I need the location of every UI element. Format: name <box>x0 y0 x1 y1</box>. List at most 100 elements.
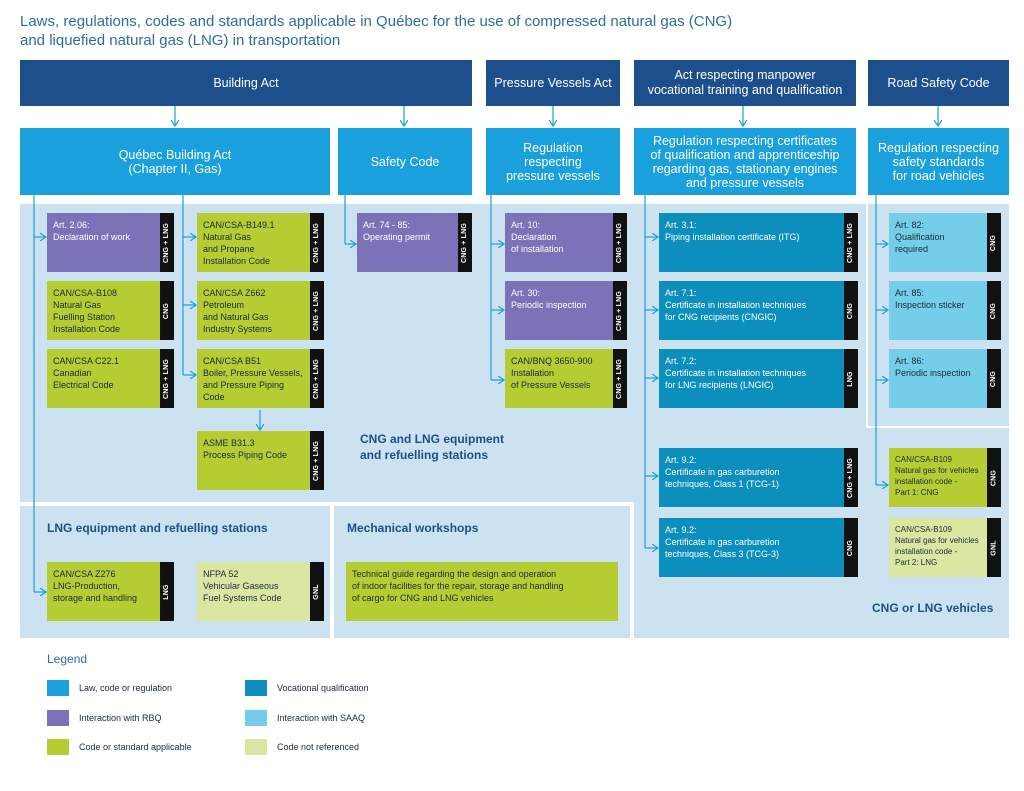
legend-label: Interaction with RBQ <box>79 713 162 723</box>
box-line: Petroleum <box>203 300 245 310</box>
box-art-2-06: Art. 2.06: Declaration of work CNG + LNG <box>47 213 174 272</box>
box-line: Art. 30: <box>511 288 541 298</box>
legend-label: Interaction with SAAQ <box>277 713 366 723</box>
box-line: Certificate in installation techniques <box>665 300 807 310</box>
tag-text: CNG <box>163 302 170 319</box>
law-cert-line1: Regulation respecting certificates <box>652 133 838 148</box>
box-line: Certificate in gas carburetion <box>665 537 780 547</box>
box-line: Art. 85: <box>895 288 925 298</box>
box-line: Qualification <box>895 232 945 242</box>
box-line: CAN/CSA-B109 <box>895 525 952 534</box>
box-line: Process Piping Code <box>203 450 288 460</box>
act-manpower-line2: vocational training and qualification <box>647 83 843 97</box>
legend-item: Interaction with RBQ <box>47 710 162 726</box>
tag-text: LNG <box>847 370 854 387</box>
legend-item: Vocational qualification <box>245 680 369 696</box>
box-line: Operating permit <box>363 232 431 242</box>
box-line: Declaration of work <box>53 232 131 242</box>
box-art-10: Art. 10: Declaration of installation CNG… <box>505 213 627 272</box>
applicability-tag: CNG + LNG <box>613 213 627 272</box>
box-line: Art. 86: <box>895 356 925 366</box>
law-road-line1: Regulation respecting <box>878 140 999 155</box>
box-line: Art. 7.1: <box>665 288 697 298</box>
box-line: for LNG recipients (LNGIC) <box>665 380 774 390</box>
applicability-tag: CNG + LNG <box>310 431 324 490</box>
box-line: Boiler, Pressure Vessels, <box>203 368 303 378</box>
act-manpower: Act respecting manpower vocational train… <box>634 60 856 106</box>
box-line: and Natural Gas <box>203 312 269 322</box>
box-line: storage and handling <box>53 593 138 603</box>
legend-swatch <box>245 710 267 726</box>
box-line: Fuel Systems Code <box>203 593 282 603</box>
law-road-vehicles: Regulation respecting safety standards f… <box>868 128 1009 195</box>
box-line: Installation Code <box>203 256 271 266</box>
applicability-tag: CNG + LNG <box>844 448 858 507</box>
box-line: Art. 9.2: <box>665 455 697 465</box>
box-can-csa-b108: CAN/CSA-B108 Natural Gas Fuelling Statio… <box>47 281 174 340</box>
applicability-tag: GNL <box>987 518 1001 577</box>
box-line: Piping installation certificate (ITG) <box>665 232 800 242</box>
box-line: of Pressure Vessels <box>511 380 591 390</box>
box-line: Inspection sticker <box>895 300 965 310</box>
box-line: Declaration <box>511 232 557 242</box>
applicability-tag: LNG <box>844 349 858 408</box>
tag-text: GNL <box>313 583 320 600</box>
tag-text: CNG + LNG <box>616 222 623 263</box>
tag-text: CNG <box>990 302 997 319</box>
box-line: techniques, Class 1 (TCG-1) <box>665 479 780 489</box>
legend-label: Code not referenced <box>277 742 360 752</box>
diagram-title: Laws, regulations, codes and standards a… <box>20 12 1010 50</box>
box-art-9-2-class1: Art. 9.2: Certificate in gas carburetion… <box>659 448 858 507</box>
act-building: Building Act <box>20 60 472 106</box>
zone-label-mechanical: Mechanical workshops <box>347 521 479 535</box>
applicability-tag: CNG + LNG <box>160 213 174 272</box>
zone-label-cng-lng-line1: CNG and LNG equipment <box>360 432 504 446</box>
box-line: Art. 3.1: <box>665 220 697 230</box>
act-manpower-line1: Act respecting manpower <box>674 68 816 82</box>
box-line: Part 1: CNG <box>895 488 939 497</box>
box-can-csa-z662: CAN/CSA Z662 Petroleum and Natural Gas I… <box>197 281 324 340</box>
legend-item: Interaction with SAAQ <box>245 710 365 726</box>
law-safety-code: Safety Code <box>338 128 472 195</box>
legend-label: Code or standard applicable <box>79 742 192 752</box>
law-certificates: Regulation respecting certificates of qu… <box>634 128 856 195</box>
tag-text: CNG + LNG <box>847 457 854 498</box>
tag-text: CNG + LNG <box>847 222 854 263</box>
box-line: of installation <box>511 244 564 254</box>
box-art-85: Art. 85: Inspection sticker CNG <box>889 281 1001 340</box>
box-line: Code <box>203 392 225 402</box>
tag-text: CNG + LNG <box>616 358 623 399</box>
tag-text: CNG <box>847 539 854 556</box>
law-pv-line1: Regulation <box>523 140 583 155</box>
title-line-1: Laws, regulations, codes and standards a… <box>20 13 733 30</box>
applicability-tag: CNG <box>844 281 858 340</box>
box-can-csa-c22-1: CAN/CSA C22.1 Canadian Electrical Code C… <box>47 349 174 408</box>
box-can-bnq-3650-900: CAN/BNQ 3650-900 Installation of Pressur… <box>505 349 627 408</box>
law-road-line3: for road vehicles <box>892 168 985 183</box>
box-line: Art. 2.06: <box>53 220 90 230</box>
legend-swatch <box>47 710 69 726</box>
box-line: Certificate in gas carburetion <box>665 467 780 477</box>
applicability-tag: CNG + LNG <box>310 213 324 272</box>
applicability-tag: LNG <box>160 562 174 621</box>
tag-text: CNG + LNG <box>313 222 320 263</box>
box-line: CAN/CSA-B149.1 <box>203 220 275 230</box>
legend-label: Vocational qualification <box>277 683 369 693</box>
applicability-tag: GNL <box>310 562 324 621</box>
box-art-9-2-class3: Art. 9.2: Certificate in gas carburetion… <box>659 518 858 577</box>
box-line: CAN/CSA C22.1 <box>53 356 120 366</box>
applicability-tag: CNG + LNG <box>613 281 627 340</box>
box-line: Periodic inspection <box>511 300 587 310</box>
box-line: Fuelling Station <box>53 312 116 322</box>
act-road-safety: Road Safety Code <box>868 60 1009 106</box>
box-line: Art. 7.2: <box>665 356 697 366</box>
box-line: Natural Gas <box>53 300 102 310</box>
box-line: CAN/CSA B51 <box>203 356 262 366</box>
law-quebec-building-act: Québec Building Act (Chapter II, Gas) <box>20 128 330 195</box>
law-pressure-vessels: Regulation respecting pressure vessels <box>486 128 620 195</box>
box-art-74-85: Art. 74 - 85: Operating permit CNG + LNG <box>357 213 472 272</box>
box-line: Installation <box>511 368 555 378</box>
box-asme-b31-3: ASME B31.3 Process Piping Code CNG + LNG <box>197 431 324 490</box>
law-qba-line1: Québec Building Act <box>118 147 232 162</box>
box-art-3-1: Art. 3.1: Piping installation certificat… <box>659 213 858 272</box>
